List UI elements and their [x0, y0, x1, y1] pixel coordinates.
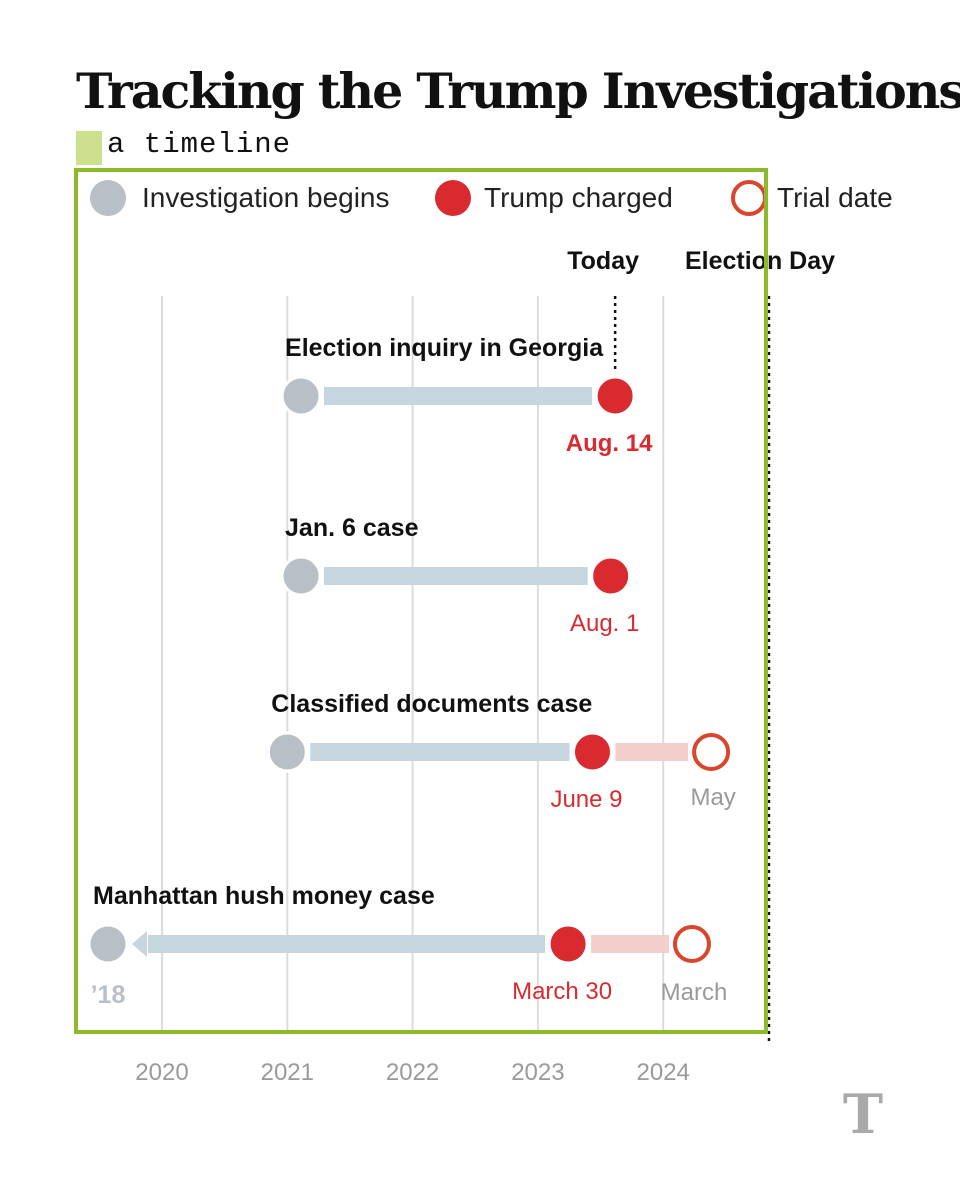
- investigation-track: [324, 387, 593, 405]
- trump-charged-marker: [547, 923, 589, 965]
- charged-date-label: Aug. 1: [570, 610, 639, 637]
- case-name: Manhattan hush money case: [93, 882, 435, 910]
- charged-date-label: March 30: [512, 978, 612, 1005]
- investigation-date-label: ’18: [91, 981, 126, 1009]
- subtitle-highlight: [76, 131, 102, 165]
- investigation-begins-marker: [87, 923, 129, 965]
- today-label: Today: [567, 247, 639, 275]
- trump-charged-marker: [594, 375, 636, 417]
- red-circle-icon: [435, 180, 471, 216]
- investigation-track: [324, 567, 588, 585]
- trump-charged-marker: [571, 731, 613, 773]
- track-arrow-icon: [132, 931, 147, 957]
- legend-item-charged: Trump charged: [435, 178, 673, 218]
- trial-date-marker: [672, 925, 711, 963]
- investigation-begins-marker: [280, 555, 322, 597]
- x-tick-label: 2021: [261, 1059, 314, 1086]
- chart-subtitle: a timeline: [107, 128, 292, 161]
- legend-label: Trump charged: [484, 182, 673, 213]
- trial-date-label: March: [661, 979, 728, 1006]
- legend-item-investigation: Investigation begins: [90, 178, 390, 218]
- case-name: Election inquiry in Georgia: [285, 334, 604, 362]
- investigation-track: [310, 743, 570, 761]
- trump-charged-marker: [590, 555, 632, 597]
- nyt-t-logo-icon: T: [842, 1082, 884, 1146]
- case-name: Classified documents case: [271, 690, 592, 718]
- x-tick-label: 2020: [135, 1059, 188, 1086]
- legend-label: Investigation begins: [142, 182, 390, 213]
- chart-title: Tracking the Trump Investigations: [76, 62, 960, 120]
- investigation-begins-marker: [280, 375, 322, 417]
- charged-date-label: Aug. 14: [566, 430, 653, 457]
- case-name: Jan. 6 case: [285, 514, 419, 542]
- trial-date-label: May: [690, 784, 735, 811]
- trial-track: [615, 743, 689, 761]
- legend-label: Trial date: [777, 182, 893, 213]
- election-day-label: Election Day: [685, 247, 835, 275]
- x-tick-label: 2022: [386, 1059, 439, 1086]
- x-tick-label: 2024: [637, 1059, 690, 1086]
- trial-date-marker: [692, 733, 731, 771]
- trial-track: [591, 935, 669, 953]
- charged-date-label: June 9: [550, 786, 622, 813]
- gray-circle-icon: [90, 180, 126, 216]
- x-tick-label: 2023: [511, 1059, 564, 1086]
- investigation-begins-marker: [266, 731, 308, 773]
- investigation-track: [148, 935, 546, 953]
